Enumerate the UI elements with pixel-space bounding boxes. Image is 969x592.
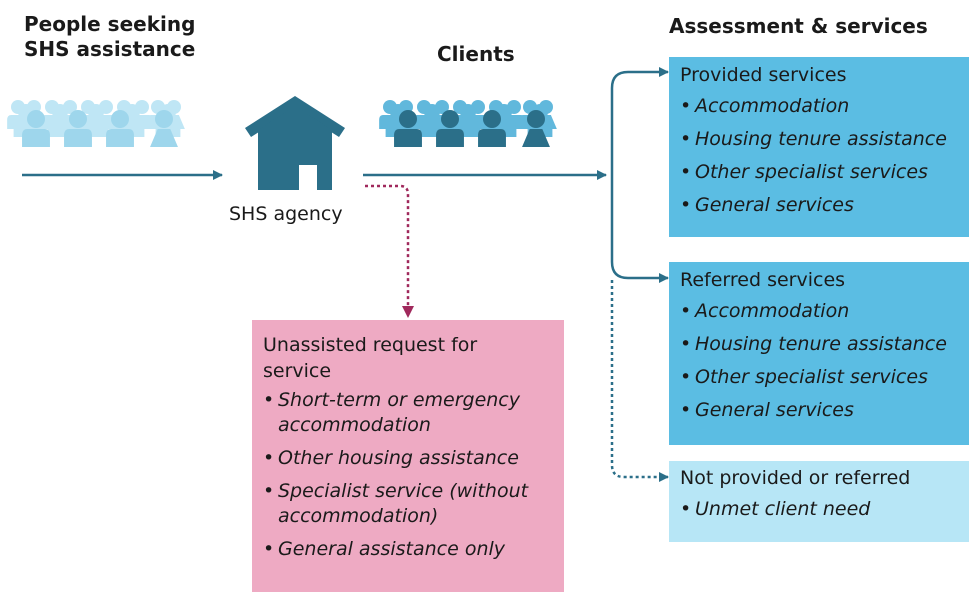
list-item: Housing tenure assistance <box>680 328 969 361</box>
list-item-line: Specialist service (without <box>278 480 529 502</box>
list-item: Other specialist services <box>680 156 969 189</box>
unassisted-request-box: Unassisted request for service Short-ter… <box>252 320 564 592</box>
list-item: Housing tenure assistance <box>680 123 969 156</box>
header-assessment-services: Assessment & services <box>669 14 928 38</box>
list-item: Unmet client need <box>680 493 969 526</box>
person-icon <box>150 110 178 147</box>
list-item: Other housing assistance <box>263 446 564 471</box>
referred-services-title: Referred services <box>680 269 846 291</box>
list-item: Accommodation <box>680 90 969 123</box>
list-item-line: Other housing assistance <box>278 447 519 469</box>
list-item: General assistance only <box>263 537 564 562</box>
header-clients: Clients <box>437 42 515 66</box>
provided-services-box: Provided services AccommodationHousing t… <box>669 57 969 237</box>
list-item: General services <box>680 189 969 222</box>
header-people-line-1: People seeking <box>24 12 196 36</box>
referred-services-box: Referred services AccommodationHousing t… <box>669 262 969 445</box>
arrow-to-provided <box>610 67 669 175</box>
header-people-line-2: SHS assistance <box>24 37 196 61</box>
unassisted-title-line-1: Unassisted request for <box>263 334 478 356</box>
person-icon <box>394 110 422 147</box>
arrow-to-referred <box>610 175 669 283</box>
list-item: Other specialist services <box>680 361 969 394</box>
person-icon <box>106 110 134 147</box>
provided-services-list: AccommodationHousing tenure assistanceOt… <box>680 90 969 222</box>
list-item: Accommodation <box>680 295 969 328</box>
person-icon <box>478 110 506 147</box>
list-item: General services <box>680 394 969 427</box>
not-provided-box: Not provided or referred Unmet client ne… <box>669 461 969 542</box>
referred-services-list: AccommodationHousing tenure assistanceOt… <box>680 295 969 427</box>
list-item-line: accommodation <box>278 414 431 436</box>
provided-services-title: Provided services <box>680 64 847 86</box>
list-item: Specialist service (without accommodation… <box>263 479 564 529</box>
person-icon <box>64 110 92 147</box>
unassisted-request-title: Unassisted request for service <box>263 332 564 384</box>
header-people-seeking: People seeking SHS assistance <box>24 12 195 62</box>
list-item: Short-term or emergency accommodation <box>263 388 564 438</box>
list-item-line: Short-term or emergency <box>278 389 520 411</box>
agency-label: SHS agency <box>229 203 343 225</box>
list-item-line: General assistance only <box>278 538 506 560</box>
not-provided-title: Not provided or referred <box>680 467 911 489</box>
unassisted-title-line-2: service <box>263 360 332 382</box>
not-provided-list: Unmet client need <box>680 493 969 526</box>
person-icon <box>22 110 50 147</box>
list-item-line: accommodation) <box>278 505 439 527</box>
arrow-head-unassisted <box>402 306 414 318</box>
person-icon <box>522 110 550 147</box>
person-icon <box>436 110 464 147</box>
arrow-to-not-provided <box>610 280 669 482</box>
unassisted-request-list: Short-term or emergency accommodationOthe… <box>263 388 564 562</box>
